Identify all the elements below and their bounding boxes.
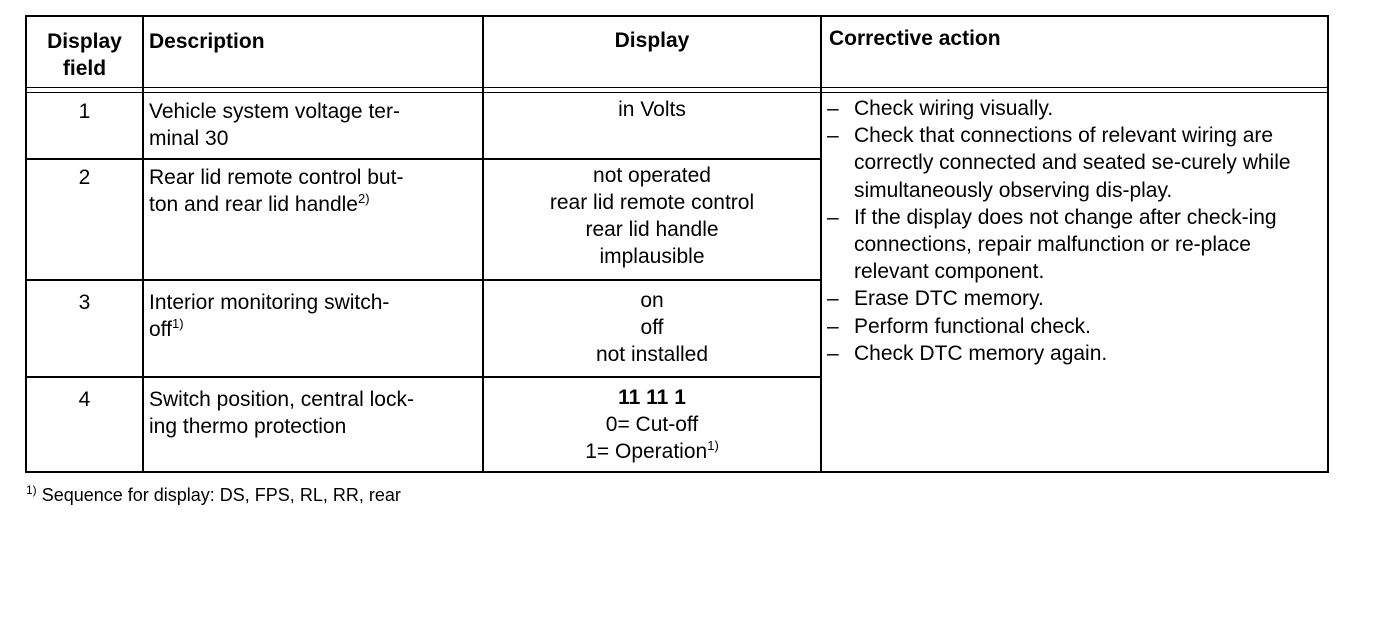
header-display-field-line: field (62, 57, 107, 80)
row-3-display: on off not installed (484, 287, 820, 368)
footnote-ref-1: 1) (171, 316, 184, 331)
row-2-display-line: not operated (593, 164, 711, 187)
row-4-display-text: 1= Operation (585, 440, 708, 463)
row-1-description-line: Vehicle system voltage ter- (149, 100, 400, 123)
row-1-description: Vehicle system voltage ter- minal 30 (149, 98, 479, 152)
row-2-display-line: rear lid handle (585, 218, 719, 241)
row-2-display-line: rear lid remote control (549, 191, 755, 214)
row-2-display-line: implausible (599, 245, 705, 268)
row-3-description-line: Interior monitoring switch- (149, 291, 390, 314)
row-2-display: not operated rear lid remote control rea… (484, 162, 820, 270)
row-2-field: 2 (78, 166, 91, 189)
header-display: Display (614, 29, 690, 52)
row-2-description-text: ton and rear lid handle (149, 193, 358, 216)
corrective-action-item: Erase DTC memory. (825, 285, 1325, 312)
corrective-action-item: Check DTC memory again. (825, 340, 1325, 367)
footnote-ref-2: 2) (358, 191, 370, 206)
row-divider (27, 376, 822, 378)
row-1-field: 1 (78, 100, 91, 123)
corrective-action-item: Check wiring visually. (825, 95, 1325, 122)
footnote-text: Sequence for display: DS, FPS, RL, RR, r… (41, 485, 401, 505)
row-4-display: 11 11 1 0= Cut-off 1= Operation1) (484, 384, 820, 465)
row-4-description: Switch position, central lock- ing therm… (149, 386, 479, 440)
row-4-display-line: 11 11 1 (618, 386, 686, 409)
row-2-description: Rear lid remote control but- ton and rea… (149, 164, 479, 218)
row-3-display-line: off (640, 316, 664, 339)
row-2-description-line: Rear lid remote control but- (149, 166, 404, 189)
row-3-description-text: off (149, 318, 172, 341)
row-3-description: Interior monitoring switch- off1) (149, 289, 479, 343)
row-3-display-line: on (640, 289, 664, 312)
header-display-field-line: Display (47, 30, 122, 53)
row-1-display-line: in Volts (618, 98, 686, 121)
row-divider (27, 158, 822, 160)
row-3-field: 3 (78, 291, 91, 314)
row-1-description-line: minal 30 (149, 127, 229, 150)
header-description: Description (149, 30, 265, 53)
row-4-display-line: 0= Cut-off (605, 413, 699, 436)
row-4-field: 4 (78, 388, 91, 411)
column-divider (820, 17, 822, 471)
row-4-description-line: Switch position, central lock- (149, 388, 414, 411)
corrective-action-item: If the display does not change after che… (825, 204, 1325, 286)
row-4-description-line: ing thermo protection (149, 415, 347, 438)
diagnostic-table: Display field Description Display Correc… (25, 15, 1329, 473)
row-3-description-line: off1) (149, 316, 479, 343)
footnote: 1) Sequence for display: DS, FPS, RL, RR… (26, 484, 401, 506)
row-2-description-line: ton and rear lid handle2) (149, 191, 479, 218)
corrective-action-list: Check wiring visually. Check that connec… (825, 95, 1325, 367)
corrective-action-item: Perform functional check. (825, 313, 1325, 340)
corrective-action-item: Check that connections of relevant wirin… (825, 122, 1325, 204)
row-1-display: in Volts (484, 96, 820, 123)
row-3-display-line: not installed (595, 343, 709, 366)
footnote-marker: 1) (26, 483, 37, 497)
row-divider (27, 279, 822, 281)
footnote-ref-1: 1) (707, 438, 719, 453)
header-divider (27, 87, 1327, 93)
header-corrective-action: Corrective action (829, 27, 1001, 50)
column-divider (482, 17, 484, 471)
header-display-field: Display field (27, 28, 142, 82)
row-4-display-line: 1= Operation1) (484, 438, 820, 465)
column-divider (142, 17, 144, 471)
